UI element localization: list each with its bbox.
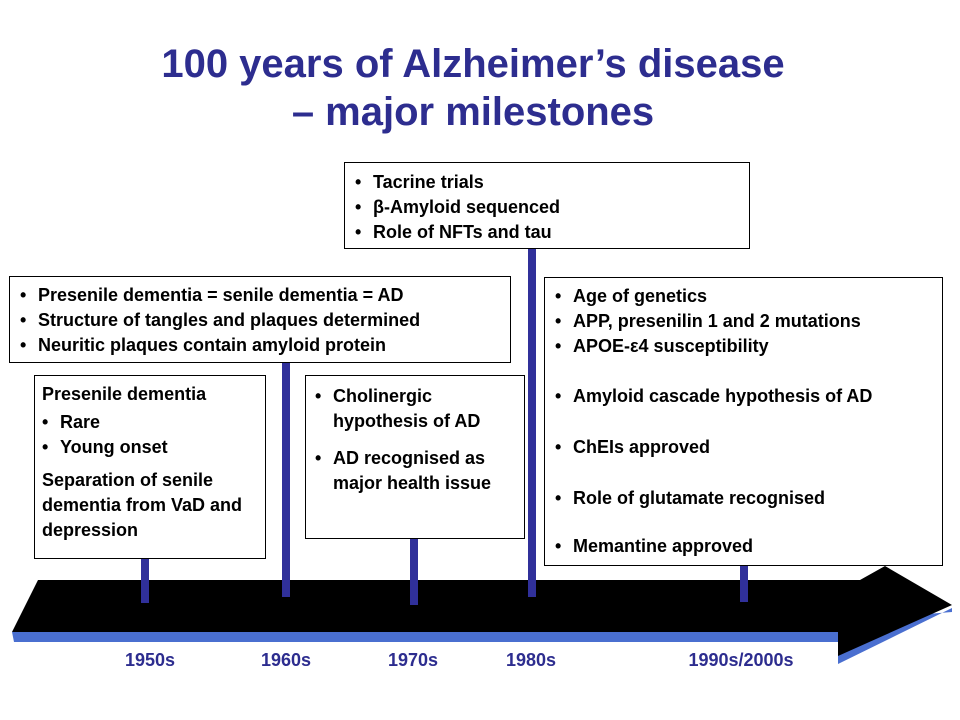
milestone-item: Rare bbox=[42, 410, 259, 435]
title-line-2: – major milestones bbox=[291, 90, 655, 134]
milestone-box-1990s-2000s: Age of genetics APP, presenilin 1 and 2 … bbox=[544, 277, 943, 566]
milestone-item: Age of genetics bbox=[555, 284, 936, 309]
milestone-box-1970s: Cholinergic hypothesis of AD AD recognis… bbox=[305, 375, 525, 539]
milestone-box-1950s: Presenile dementia Rare Young onset Sepa… bbox=[34, 375, 266, 559]
slide-title: 100 years of Alzheimer’s disease – major… bbox=[0, 40, 946, 136]
decade-label-1960s: 1960s bbox=[260, 650, 312, 670]
decade-label-1970s: 1970s bbox=[387, 650, 439, 670]
milestone-box-1980s: Tacrine trials β-Amyloid sequenced Role … bbox=[344, 162, 750, 249]
milestone-list-1960s: Presenile dementia = senile dementia = A… bbox=[20, 283, 502, 358]
milestone-list-1990s-2000s: Age of genetics APP, presenilin 1 and 2 … bbox=[555, 284, 936, 559]
stem-1960s bbox=[282, 360, 290, 597]
milestone-item: AD recognised as major health issue bbox=[315, 446, 516, 496]
stem-1990s bbox=[740, 562, 748, 602]
stem-1980s bbox=[528, 245, 536, 597]
milestone-list-1970s: Cholinergic hypothesis of AD AD recognis… bbox=[315, 384, 516, 496]
milestone-item: Memantine approved bbox=[555, 534, 936, 559]
milestone-item: Amyloid cascade hypothesis of AD bbox=[555, 384, 936, 409]
milestone-list-1950s: Rare Young onset bbox=[42, 410, 259, 460]
milestone-item: Role of glutamate recognised bbox=[555, 486, 936, 511]
title-line-1: 100 years of Alzheimer’s disease bbox=[161, 42, 785, 86]
timeline-arrow-shadow bbox=[12, 608, 952, 664]
stem-1950s bbox=[141, 555, 149, 603]
milestone-item: APOE-ε4 susceptibility bbox=[555, 334, 936, 359]
decade-label-1980s: 1980s bbox=[505, 650, 557, 670]
decade-label-1950s: 1950s bbox=[124, 650, 176, 670]
milestone-list-1980s: Tacrine trials β-Amyloid sequenced Role … bbox=[355, 170, 741, 245]
milestone-item: Tacrine trials bbox=[355, 170, 741, 195]
milestone-note-1950s: Separation of senile dementia from VaD a… bbox=[42, 470, 243, 540]
milestone-box-1960s: Presenile dementia = senile dementia = A… bbox=[9, 276, 511, 363]
decade-labels: 1950s 1960s 1970s 1980s 1990s/2000s bbox=[0, 650, 960, 680]
stem-1970s bbox=[410, 535, 418, 605]
milestone-item: Structure of tangles and plaques determi… bbox=[20, 308, 502, 333]
milestone-item: Cholinergic hypothesis of AD bbox=[315, 384, 516, 434]
timeline-arrow bbox=[12, 566, 952, 664]
timeline-arrow-body bbox=[12, 566, 952, 656]
milestone-item: Presenile dementia = senile dementia = A… bbox=[20, 283, 502, 308]
milestone-item: β-Amyloid sequenced bbox=[355, 195, 741, 220]
milestone-item: Role of NFTs and tau bbox=[355, 220, 741, 245]
milestone-heading-1950s: Presenile dementia bbox=[42, 384, 207, 404]
decade-label-1990s-2000s: 1990s/2000s bbox=[688, 650, 794, 670]
milestone-item: APP, presenilin 1 and 2 mutations bbox=[555, 309, 936, 334]
milestone-item: Young onset bbox=[42, 435, 259, 460]
milestone-item: ChEIs approved bbox=[555, 435, 936, 460]
milestone-item: Neuritic plaques contain amyloid protein bbox=[20, 333, 502, 358]
